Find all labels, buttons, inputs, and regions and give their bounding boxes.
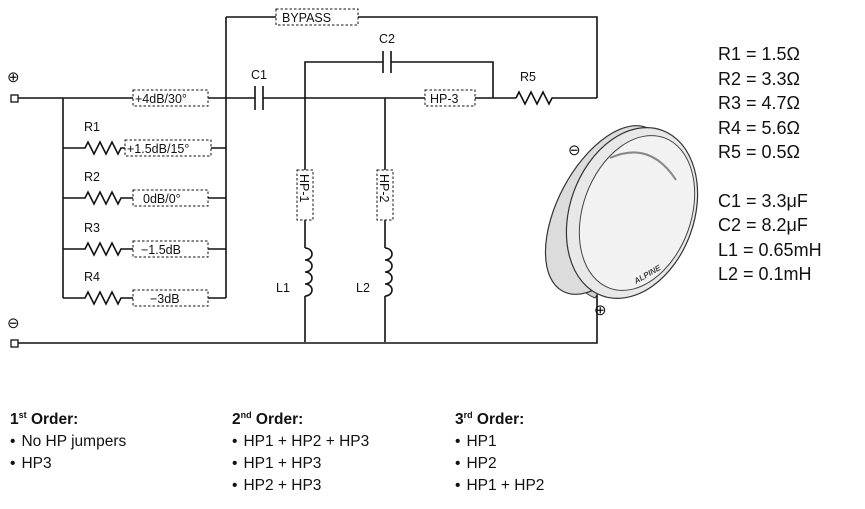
label-r3: R3 (84, 221, 100, 235)
resistor-r2 (63, 190, 226, 206)
jumper-plus15db: +1.5dB/15° (124, 139, 212, 157)
order-third-item: HP1 + HP2 (455, 475, 544, 497)
value-r5: R5 = 0.5Ω (718, 142, 801, 162)
jumper-minus3db: −3dB (132, 289, 209, 307)
input-negative-symbol: ⊖ (7, 315, 20, 332)
jumper-hp3-label: HP-3 (430, 92, 459, 106)
resistor-r5 (515, 90, 597, 106)
jumper-plus4db: +4dB/30° (132, 89, 209, 107)
inductor-l2 (384, 247, 393, 297)
component-values-list: R1 = 1.5Ω R2 = 3.3Ω R3 = 4.7Ω R4 = 5.6Ω … (718, 42, 822, 287)
label-r1: R1 (84, 120, 100, 134)
jumper-bypass: BYPASS (275, 8, 359, 26)
jumper-hp2: HP-2 (376, 169, 394, 221)
order-second: 2nd Order: HP1 + HP2 + HP3 HP1 + HP3 HP2… (232, 404, 369, 497)
label-r5: R5 (520, 70, 536, 84)
value-r3: R3 = 4.7Ω (718, 93, 801, 113)
value-l2: L2 = 0.1mH (718, 264, 812, 284)
jumper-hp1-label: HP-1 (297, 174, 311, 203)
value-r1: R1 = 1.5Ω (718, 44, 801, 64)
jumper-bypass-label: BYPASS (282, 11, 331, 25)
tweeter-speaker: ALPINE (544, 125, 699, 299)
label-c2: C2 (379, 32, 395, 46)
jumper-hp2-label: HP-2 (377, 174, 391, 203)
order-third-item: HP2 (455, 453, 544, 475)
jumper-plus15db-label: +1.5dB/15° (127, 142, 189, 156)
order-third-item: HP1 (455, 431, 544, 453)
order-second-item: HP1 + HP2 + HP3 (232, 431, 369, 453)
order-first-heading: 1st Order: (10, 410, 79, 429)
input-positive-terminal (10, 94, 19, 103)
jumper-0db: 0dB/0° (132, 189, 209, 207)
resistor-r1 (63, 140, 226, 156)
inductor-l1 (304, 247, 313, 297)
label-r2: R2 (84, 170, 100, 184)
label-l1: L1 (276, 281, 290, 295)
value-r4: R4 = 5.6Ω (718, 117, 801, 138)
order-second-heading: 2nd Order: (232, 410, 304, 429)
value-c1: C1 = 3.3μF (718, 190, 808, 211)
order-third-heading: 3rd Order: (455, 410, 525, 429)
input-positive-symbol: ⊕ (7, 69, 20, 86)
order-second-item: HP2 + HP3 (232, 475, 369, 497)
jumper-minus3db-label: −3dB (150, 292, 180, 306)
resistor-r4 (63, 290, 226, 306)
capacitor-c1 (254, 86, 264, 110)
order-first: 1st Order: No HP jumpers HP3 (10, 404, 126, 475)
speaker-positive-symbol: ⊕ (594, 302, 607, 319)
speaker-negative-symbol: ⊖ (568, 142, 581, 159)
jumper-minus15db: −1.5dB (132, 240, 209, 258)
jumper-minus15db-label: −1.5dB (141, 243, 181, 257)
label-r4: R4 (84, 270, 100, 284)
order-third: 3rd Order: HP1 HP2 HP1 + HP2 (455, 404, 544, 497)
value-c2: C2 = 8.2μF (718, 215, 808, 235)
value-r2: R2 = 3.3Ω (718, 68, 801, 89)
order-first-item: No HP jumpers (10, 431, 126, 453)
resistor-r3 (63, 241, 226, 257)
label-l2: L2 (356, 281, 370, 295)
jumper-hp3: HP-3 (424, 89, 476, 107)
order-second-item: HP1 + HP3 (232, 453, 369, 475)
capacitor-c2 (382, 51, 392, 73)
value-l1: L1 = 0.65mH (718, 239, 822, 260)
jumper-hp1: HP-1 (296, 169, 314, 221)
jumper-plus4db-label: +4dB/30° (135, 92, 187, 106)
jumper-0db-label: 0dB/0° (143, 192, 181, 206)
order-first-item: HP3 (10, 453, 126, 475)
label-c1: C1 (251, 68, 267, 82)
input-negative-terminal (10, 339, 19, 348)
